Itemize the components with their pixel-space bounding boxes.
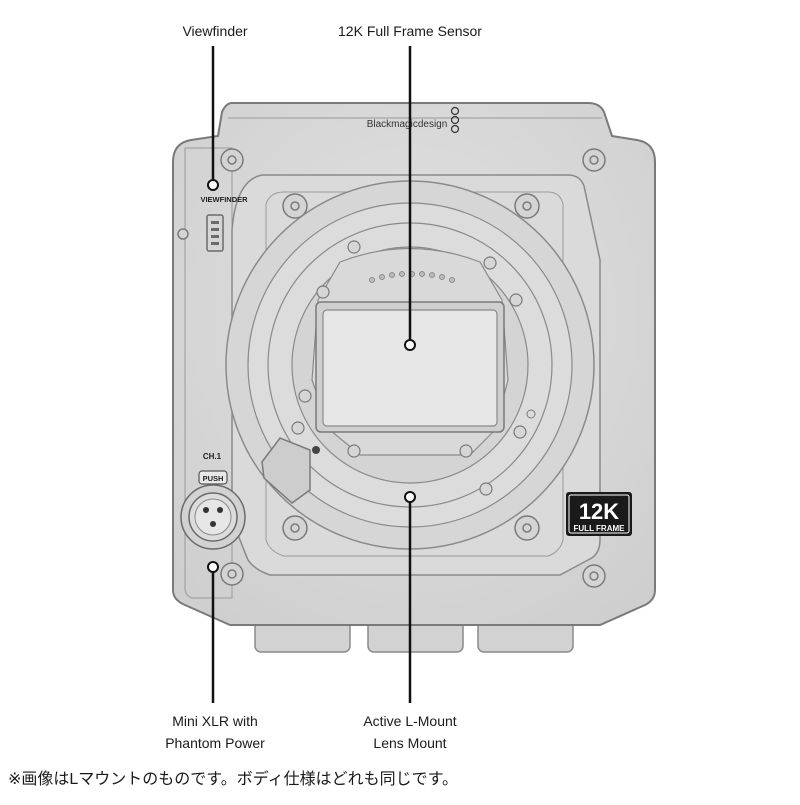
left-io-panel: [184, 147, 233, 599]
inner-plate: [265, 191, 564, 557]
viewfinder-usb-port: [206, 214, 224, 252]
mount-bolts: [291, 240, 527, 496]
screw-top-right-outer: [582, 148, 606, 172]
mount-pin: [526, 409, 536, 419]
xlr-callout-line-1: Mini XLR with: [172, 713, 258, 729]
viewfinder-port-label: VIEWFINDER: [200, 195, 248, 204]
brand-logo-text: Blackmagicdesign: [367, 119, 448, 130]
mount-callout-dot: [404, 491, 416, 503]
mount-callout-label: Active L-Mount Lens Mount: [320, 710, 500, 754]
xlr-callout-dot: [207, 561, 219, 573]
channel-label: CH.1: [203, 452, 222, 461]
mount-contacts: [369, 271, 455, 283]
footnote: ※画像はLマウントのものです。ボディ仕様はどれも同じです。: [8, 771, 458, 788]
screw-bottom-left-inner: [282, 515, 308, 541]
mount-indicator-dot: [312, 446, 320, 454]
camera-feet: [254, 619, 574, 653]
screw-top-left-inner: [282, 193, 308, 219]
xlr-callout-line-2: Phantom Power: [165, 735, 265, 751]
mount-callout-line-2: Lens Mount: [373, 735, 447, 751]
viewfinder-callout-label: Viewfinder: [182, 23, 248, 39]
mini-xlr-connector: [180, 484, 246, 550]
small-screw-left: [177, 228, 189, 240]
badge-main-text: 12K: [579, 499, 619, 524]
xlr-callout-label: Mini XLR with Phantom Power: [130, 710, 300, 754]
push-tab: [198, 470, 228, 485]
sensor-assembly: [315, 301, 505, 433]
screws: [177, 148, 606, 588]
screw-top-right-inner: [514, 193, 540, 219]
badge-sub-text: FULL FRAME: [574, 524, 626, 533]
brand-logo-dots: [450, 106, 460, 134]
viewfinder-callout-dot: [207, 179, 219, 191]
mount-callout-line-1: Active L-Mount: [363, 713, 457, 729]
sensor-callout-dot: [404, 339, 416, 351]
screw-top-left-outer: [220, 148, 244, 172]
lens-release-button: [261, 409, 536, 504]
screw-bottom-right-inner: [514, 515, 540, 541]
callout-lines: [207, 46, 416, 703]
screw-bottom-right-outer: [582, 564, 606, 588]
push-label: PUSH: [203, 474, 224, 483]
12k-badge: 12K FULL FRAME: [566, 492, 632, 536]
sensor-callout-label: 12K Full Frame Sensor: [338, 23, 482, 39]
screw-bottom-left-outer: [220, 562, 244, 586]
